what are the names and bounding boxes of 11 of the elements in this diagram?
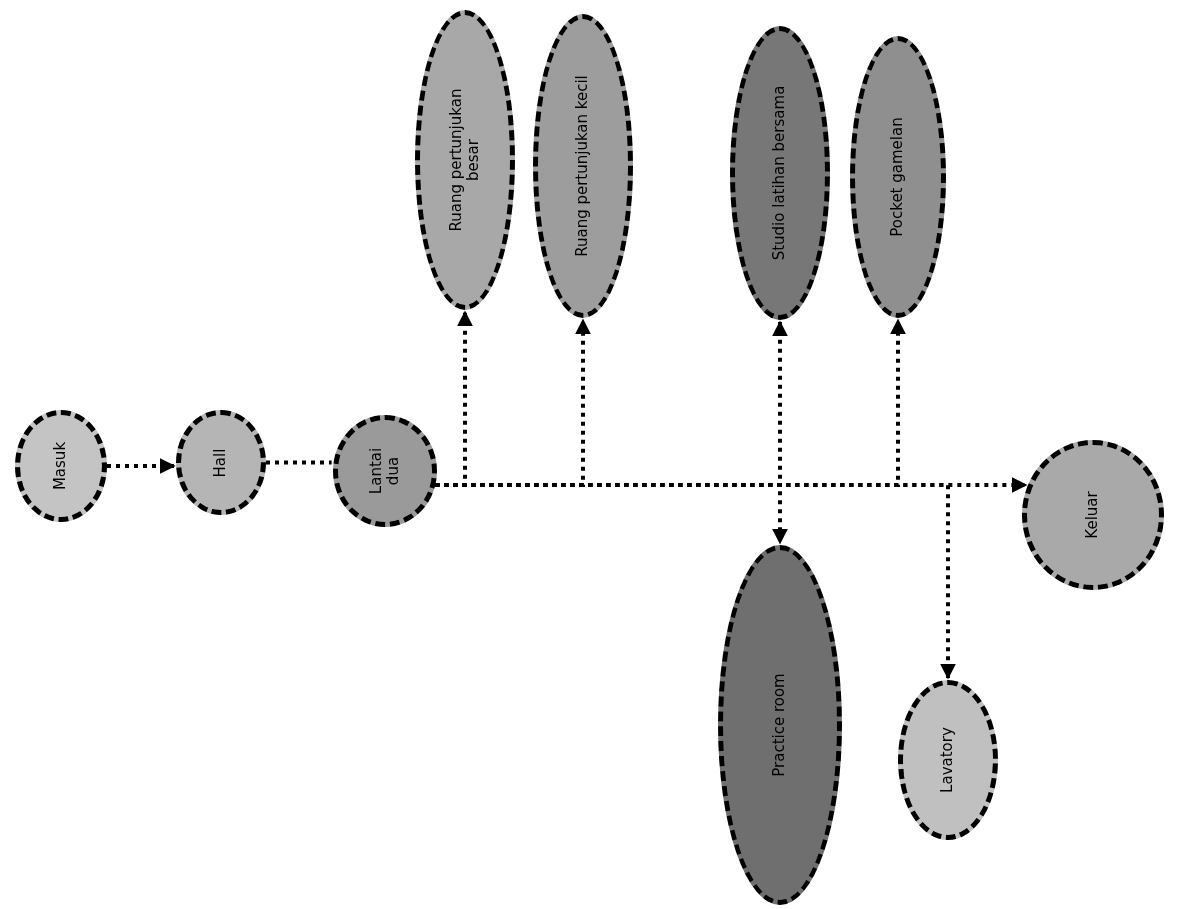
dotted-arrow — [107, 458, 176, 474]
node-label: Hall — [212, 447, 230, 479]
node-label: Practice room — [771, 672, 789, 779]
node-label: Studio latihan bersama — [771, 84, 789, 263]
node-label: Ruang pertunjukan besar — [447, 87, 483, 234]
node-label: Masuk — [52, 440, 70, 493]
node-label: Keluar — [1084, 490, 1102, 541]
node-label: Pocket gamelan — [889, 116, 907, 239]
node-label: Ruang pertunjukan kecil — [574, 74, 592, 259]
node-label: Lantai dua — [367, 446, 403, 497]
node-label: Lavatory — [939, 726, 957, 795]
